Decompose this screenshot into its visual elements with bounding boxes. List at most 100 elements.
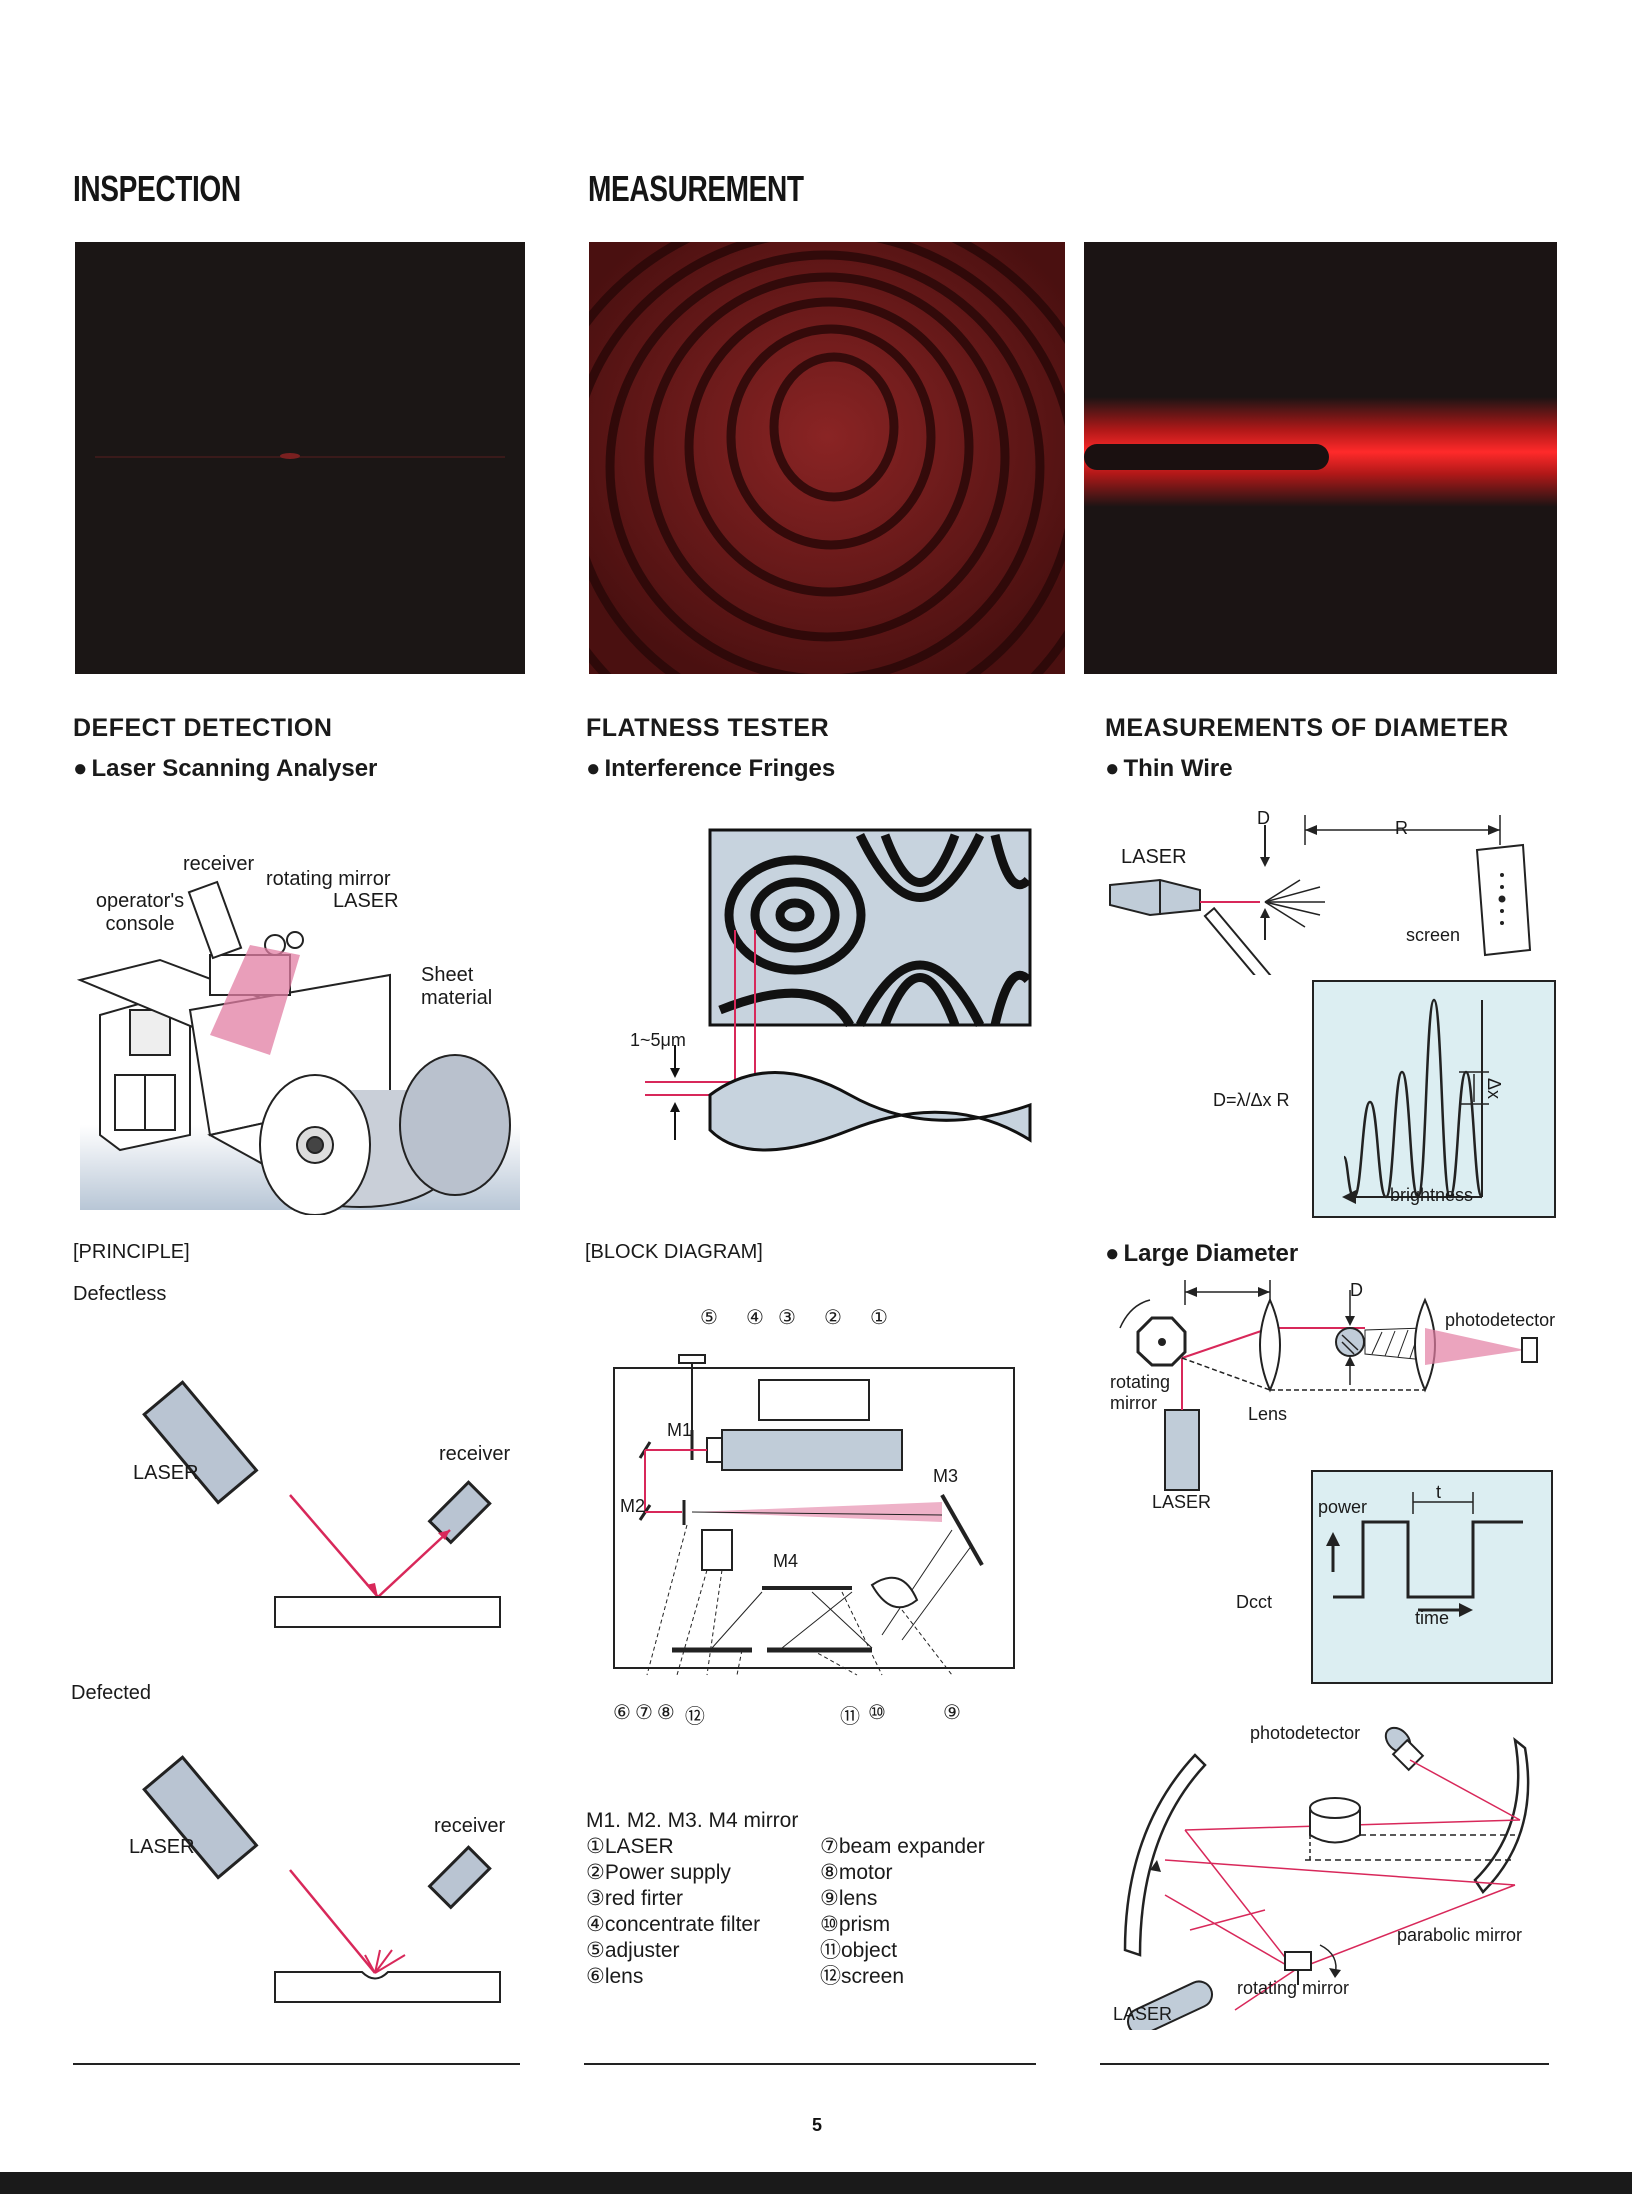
block-diagram xyxy=(612,1330,1017,1680)
lens-9 xyxy=(870,1576,919,1609)
laser-scanning-subtitle: Laser Scanning Analyser xyxy=(73,755,378,783)
principle-heading: [PRINCIPLE] xyxy=(73,1241,190,1263)
dcct-label: Dcct xyxy=(1236,1592,1272,1612)
defected-label: Defected xyxy=(71,1682,152,1704)
wire xyxy=(1203,906,1300,1017)
time-label: time xyxy=(1415,1608,1450,1628)
t-label: t xyxy=(1436,1482,1442,1502)
receiver-block xyxy=(427,1845,492,1910)
defect-detection-title: DEFECT DETECTION xyxy=(73,714,333,742)
scan-beam xyxy=(210,945,300,1055)
m1-label: M1 xyxy=(667,1420,693,1440)
large-diameter-subtitle: Large Diameter xyxy=(1105,1240,1299,1268)
column-1-rule xyxy=(73,2063,520,2065)
legend-item: ①LASER xyxy=(586,1835,674,1858)
motor-box xyxy=(701,1529,733,1571)
callout-11: ⑪ xyxy=(840,1706,860,1728)
thin-wire-diagram xyxy=(1105,805,1545,1017)
interference-fringes-subtitle: Interference Fringes xyxy=(586,755,836,783)
machine-sheet-material-label: Sheet material xyxy=(421,964,493,1009)
legend-item: ⑥lens xyxy=(586,1965,644,1988)
m3-label: M3 xyxy=(933,1466,959,1486)
laser-box xyxy=(1109,878,1201,917)
wavy-surface xyxy=(708,1071,1032,1152)
legend-item: ⑧motor xyxy=(820,1861,893,1884)
power-supply-box xyxy=(758,1379,870,1421)
thin-d-label: D xyxy=(1257,808,1270,828)
parabolic-mirror-diagram xyxy=(1095,1720,1545,2036)
legend-right-list: ⑦beam expander ⑧motor ⑨lens ⑩prism ⑪obje… xyxy=(820,1834,1020,1990)
legend-item: ②Power supply xyxy=(586,1861,731,1884)
callout-9: ⑨ xyxy=(943,1702,961,1724)
machine-receiver-label: receiver xyxy=(183,853,255,875)
rotating-mirror-hex xyxy=(1284,1951,1312,1971)
m2-label: M2 xyxy=(620,1496,646,1516)
laser-block xyxy=(1164,1409,1200,1491)
large-lens-label: Lens xyxy=(1248,1404,1288,1424)
thin-screen-label: screen xyxy=(1406,925,1461,945)
machine-operators-console-label: operator's console xyxy=(95,890,185,935)
large-photodetector-label: photodetector xyxy=(1445,1310,1556,1330)
power-time-panel xyxy=(1311,1470,1553,1684)
callout-7: ⑦ xyxy=(634,1702,653,1724)
parabolic-photodetector-label: photodetector xyxy=(1250,1723,1361,1743)
callout-12: ⑫ xyxy=(684,1706,705,1728)
large-laser-label: LASER xyxy=(1152,1492,1212,1512)
inspection-heading: INSPECTION xyxy=(73,168,241,209)
defectless-laser-label: LASER xyxy=(133,1462,199,1484)
defectless-label: Defectless xyxy=(73,1283,167,1305)
callout-2: ② xyxy=(824,1307,842,1329)
large-rotating-mirror-label: rotating mirror xyxy=(1110,1372,1171,1413)
callout-1: ① xyxy=(870,1307,888,1329)
interference-fringes-diagram xyxy=(620,820,1040,1160)
callout-4: ④ xyxy=(746,1307,764,1329)
brightness-label: brightness xyxy=(1390,1185,1474,1205)
callout-10: ⑩ xyxy=(868,1702,886,1724)
thin-laser-label: LASER xyxy=(1121,846,1187,868)
interference-fringes-photo xyxy=(589,242,1065,674)
power-pulse xyxy=(1333,1520,1523,1599)
column-3-rule xyxy=(1100,2063,1549,2065)
laser-scanning-machine-illustration xyxy=(60,845,530,1216)
callout-5: ⑤ xyxy=(700,1307,718,1329)
receiver-block xyxy=(427,1480,492,1545)
measurement-heading: MEASUREMENT xyxy=(588,168,804,209)
thin-wire-subtitle: Thin Wire xyxy=(1105,755,1233,783)
legend-heading: M1. M2. M3. M4 mirror xyxy=(586,1809,799,1832)
defectless-diagram xyxy=(130,1370,530,1640)
callout-3: ③ xyxy=(778,1307,796,1329)
right-mirror xyxy=(1473,1736,1530,1894)
brightness-panel xyxy=(1312,980,1556,1218)
defectless-receiver-label: receiver xyxy=(439,1443,511,1465)
defect-detection-photo xyxy=(75,242,525,674)
power-label: power xyxy=(1318,1497,1368,1517)
legend-left-list: ①LASER ②Power supply ③red firter ④concen… xyxy=(586,1834,816,1990)
parabolic-rotating-mirror-label: rotating mirror xyxy=(1237,1978,1350,1998)
laser-emitter-block xyxy=(142,1380,259,1505)
legend-item: ③red firter xyxy=(586,1887,684,1910)
diameter-title: MEASUREMENTS OF DIAMETER xyxy=(1105,714,1509,742)
legend-item: ⑤adjuster xyxy=(586,1939,680,1962)
flatness-tester-title: FLATNESS TESTER xyxy=(586,714,830,742)
legend-item: ④concentrate filter xyxy=(586,1913,761,1936)
defected-laser-label: LASER xyxy=(129,1836,195,1858)
photodetector-box xyxy=(1521,1337,1538,1363)
large-d-label: D xyxy=(1350,1280,1363,1300)
m4-label: M4 xyxy=(773,1551,799,1571)
thin-r-label: R xyxy=(1395,818,1408,838)
large-diameter-diagram xyxy=(1110,1270,1550,1520)
legend-item: ⑩prism xyxy=(820,1913,891,1936)
lens-left xyxy=(1259,1297,1281,1393)
legend-item: ⑫screen xyxy=(820,1965,905,1988)
callout-8: ⑧ xyxy=(656,1702,675,1724)
parabolic-mirror-label: parabolic mirror xyxy=(1397,1925,1523,1945)
laser-emitter-block xyxy=(142,1755,259,1880)
thin-wire-photo xyxy=(1084,242,1557,674)
block-diagram-heading: [BLOCK DIAGRAM] xyxy=(585,1241,763,1263)
top-callouts: ⑤ ④ ③ ② ① xyxy=(700,1305,890,1335)
formula-label: D=λ/Δx R xyxy=(1213,1090,1290,1110)
parabolic-laser-label: LASER xyxy=(1113,2004,1173,2024)
defected-receiver-label: receiver xyxy=(434,1815,506,1837)
machine-laser-label: LASER xyxy=(333,890,399,912)
laser-cylinder xyxy=(1126,1980,1214,2036)
